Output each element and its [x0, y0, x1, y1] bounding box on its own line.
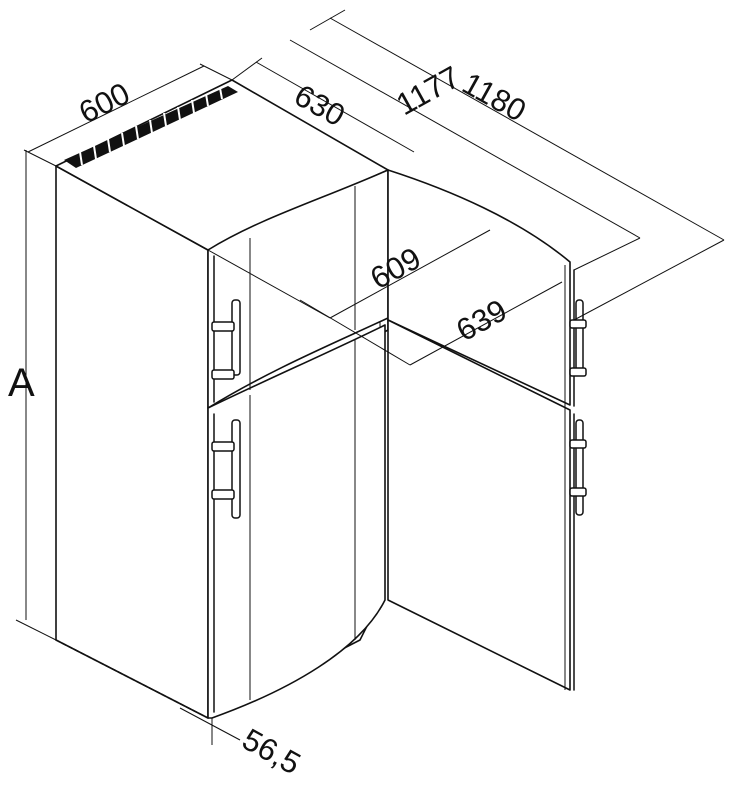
grille-slots	[79, 87, 223, 166]
label-overall-depth: 1180	[457, 66, 532, 129]
lower-handle-bar	[231, 419, 241, 519]
ext-width-left	[23, 149, 57, 167]
ext-1180-end	[573, 239, 725, 321]
dimension-lines	[15, 9, 725, 745]
lower-door	[207, 324, 386, 719]
dim-line-width	[27, 65, 205, 153]
open-upper-mount-top	[569, 319, 587, 329]
open-lower-handle-bar	[575, 419, 584, 516]
upper-handle-bar	[231, 299, 241, 376]
label-height: A	[8, 361, 35, 405]
open-upper-handle-bar	[575, 299, 584, 371]
dim-line-1180	[329, 17, 725, 241]
dim-line-1177	[289, 39, 641, 239]
dim-line-offset	[179, 707, 241, 741]
ext-1177-end	[573, 237, 641, 271]
ext-1180	[309, 9, 346, 31]
ext-height-bottom	[15, 619, 57, 641]
label-door-offset: 56,5	[237, 722, 307, 782]
ext-depth-a	[231, 57, 263, 81]
label-depth-door-open: 1177	[390, 59, 465, 122]
open-lower-mount-top	[569, 439, 587, 449]
ext-639	[299, 299, 411, 366]
lower-handle-mount-top	[211, 441, 235, 452]
dim-line-609	[329, 229, 491, 319]
dim-line-639	[409, 281, 563, 366]
ext-609	[207, 249, 331, 319]
label-width: 600	[73, 76, 135, 131]
ext-width-right	[199, 63, 233, 81]
cabinet-base	[55, 639, 209, 719]
dim-line-depth	[255, 61, 415, 153]
open-lower-door	[387, 319, 571, 691]
upper-handle-mount-top	[211, 321, 235, 332]
open-door	[387, 169, 587, 691]
cabinet-left-side	[55, 165, 209, 719]
lower-handle-mount-bottom	[211, 489, 235, 500]
open-lower-mount-bottom	[569, 487, 587, 497]
closed-door-handles	[211, 299, 241, 519]
upper-handle-mount-bottom	[211, 369, 235, 380]
open-upper-door	[387, 169, 571, 406]
open-upper-mount-bottom	[569, 367, 587, 377]
